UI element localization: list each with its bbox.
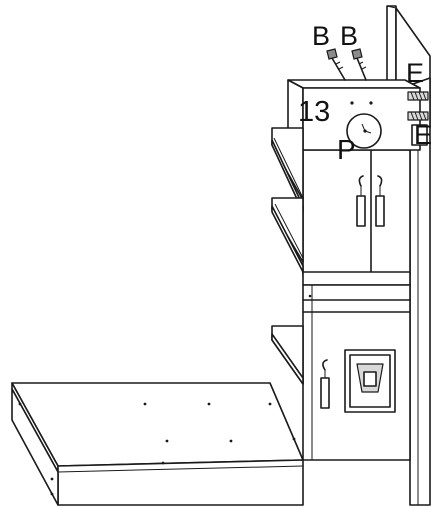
shelf-top xyxy=(271,127,304,213)
shelf-lower xyxy=(271,325,304,385)
side-bracket xyxy=(411,124,428,146)
washer-label-e-bottom: E xyxy=(414,120,433,150)
decorative-square-panel xyxy=(344,349,396,413)
bolt-right xyxy=(351,48,367,81)
knob-p xyxy=(346,113,382,149)
washer-label-e-top: E xyxy=(406,58,425,88)
bolt-left xyxy=(326,48,346,81)
base-board xyxy=(11,382,304,506)
knob-label-p: P xyxy=(337,134,356,165)
part-number-label: 13 xyxy=(298,96,331,128)
bolt-label-b-right: B xyxy=(340,21,359,51)
shelf-middle xyxy=(271,197,304,273)
upper-door-handles xyxy=(356,175,385,227)
lower-door-handle xyxy=(320,359,330,409)
bolt-label-b-left: B xyxy=(312,21,331,51)
